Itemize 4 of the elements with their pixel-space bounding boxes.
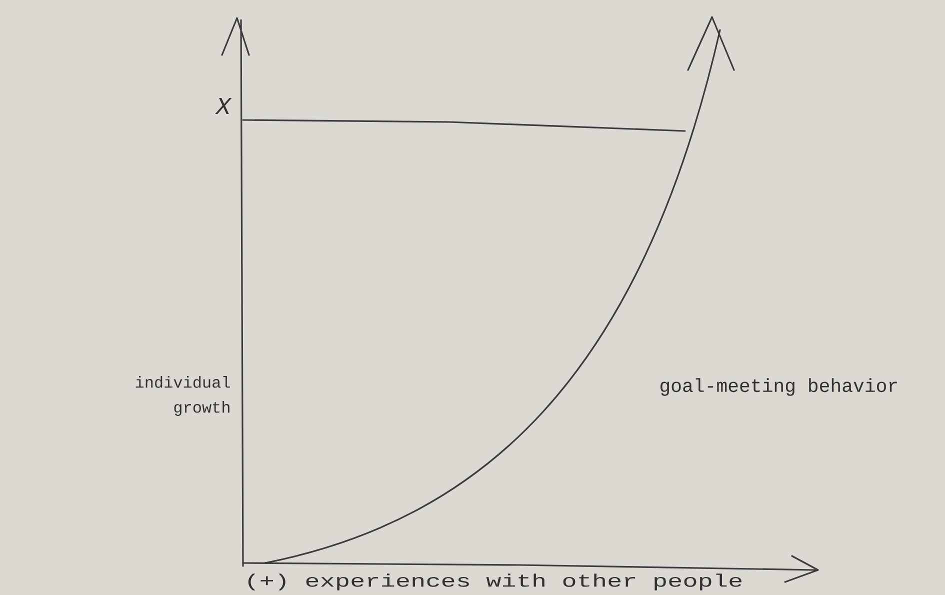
axis-label: (+) experiences with other people <box>248 574 742 590</box>
axis-label: individual growth <box>136 376 230 416</box>
x-mark: X <box>215 98 232 114</box>
curve-label: goal-meeting behavior <box>660 378 897 396</box>
